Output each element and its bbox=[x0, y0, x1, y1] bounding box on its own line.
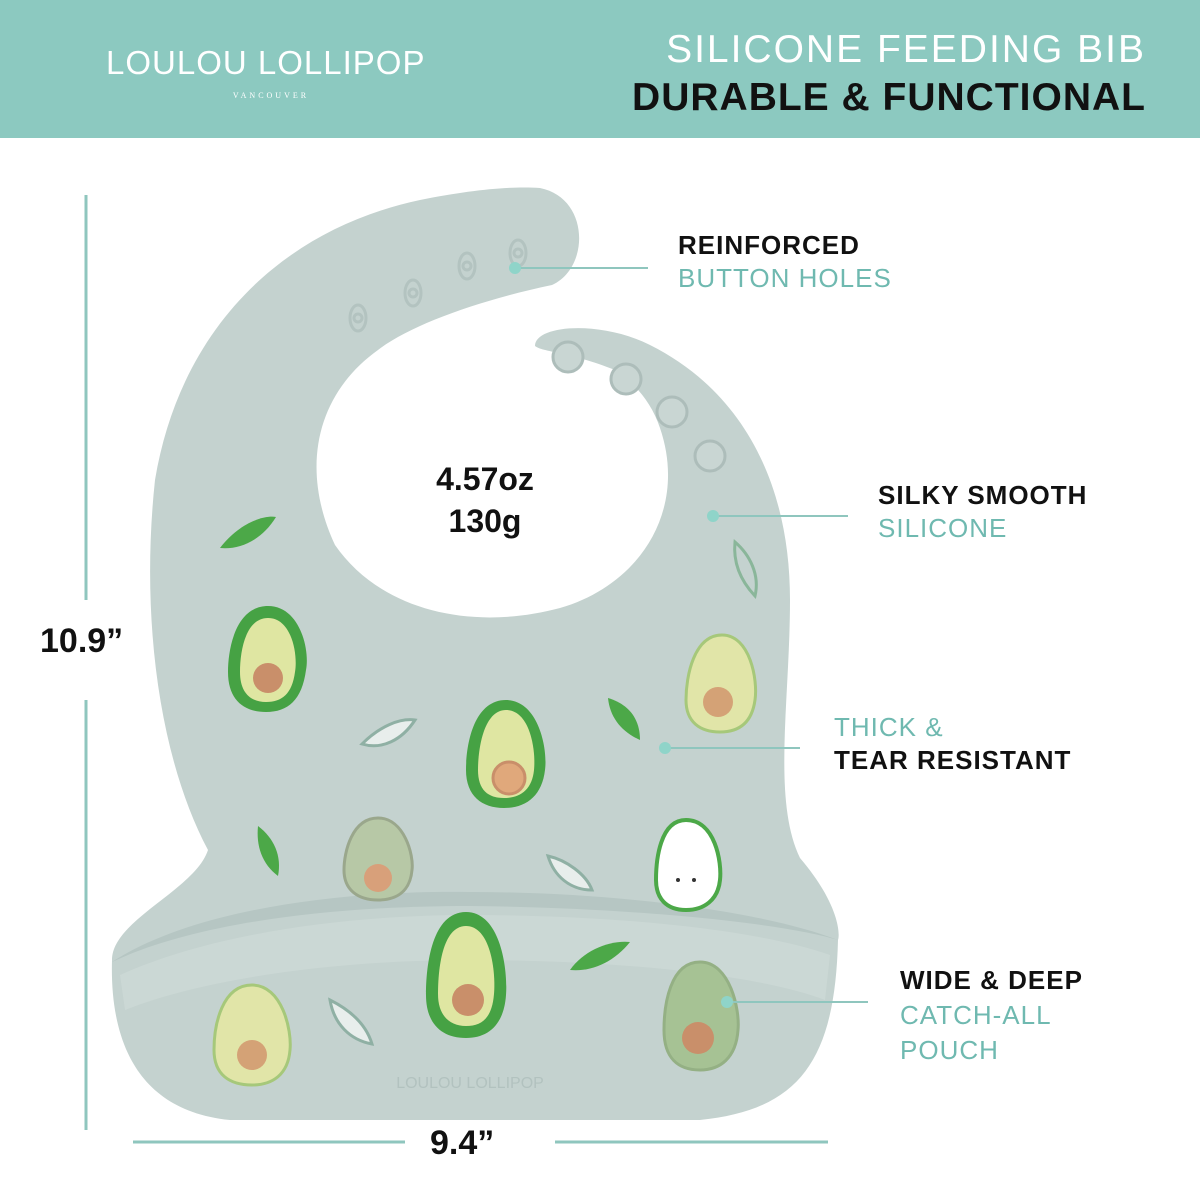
button-hole bbox=[403, 278, 423, 308]
headline-tagline: DURABLE & FUNCTIONAL bbox=[632, 76, 1146, 119]
leaf bbox=[733, 538, 758, 600]
callout-dot-pouch bbox=[721, 996, 733, 1008]
brand-logo-name: LOULOU LOLLIPOP bbox=[106, 44, 426, 81]
callout-dot-silicone bbox=[707, 510, 719, 522]
button-hole bbox=[457, 251, 477, 281]
feature-silicone-title: SILKY SMOOTH bbox=[878, 480, 1088, 510]
feature-pouch-subtitle: CATCH-ALL bbox=[900, 1000, 1052, 1030]
snap-button bbox=[693, 439, 727, 473]
bib-pouch-shadow bbox=[120, 915, 830, 1010]
bib-brand-imprint: LOULOU LOLLIPOP bbox=[396, 1075, 544, 1092]
header-banner: LOULOU LOLLIPOP VANCOUVER SILICONE FEEDI… bbox=[0, 0, 1200, 138]
avocado bbox=[228, 606, 307, 712]
button-hole bbox=[348, 303, 368, 333]
leaf bbox=[328, 997, 375, 1046]
feature-tear-resistant-title: THICK & bbox=[834, 712, 944, 742]
leaf bbox=[570, 941, 630, 971]
weight-grams: 130g bbox=[448, 503, 522, 539]
feature-pouch-subtitle-2: POUCH bbox=[900, 1035, 999, 1065]
height-dimension-label: 10.9” bbox=[40, 622, 124, 660]
leaf bbox=[220, 516, 276, 549]
avocado bbox=[662, 960, 740, 1072]
bib-illustration: LOULOU LOLLIPOP bbox=[84, 187, 868, 1144]
avocados bbox=[212, 606, 758, 1087]
leaf bbox=[257, 826, 280, 876]
snap-button bbox=[655, 395, 689, 429]
avocado bbox=[684, 633, 758, 734]
feature-button-holes-title: REINFORCED bbox=[678, 230, 860, 260]
leaf bbox=[608, 698, 640, 740]
weight-ounces: 4.57oz bbox=[436, 461, 534, 497]
width-dimension-label: 9.4” bbox=[430, 1124, 495, 1162]
snap-button bbox=[609, 362, 643, 396]
avocado bbox=[342, 816, 414, 902]
avocado bbox=[466, 700, 546, 808]
leaf bbox=[545, 853, 595, 892]
bib-weight: 4.57oz 130g bbox=[390, 458, 580, 542]
feature-button-holes-subtitle: BUTTON HOLES bbox=[678, 263, 892, 293]
callouts bbox=[509, 262, 868, 1008]
bib-pouch-lip bbox=[112, 891, 838, 962]
feature-silicone-subtitle: SILICONE bbox=[878, 513, 1008, 543]
callout-dot-button-holes bbox=[509, 262, 521, 274]
snap-button bbox=[551, 340, 585, 374]
leaf bbox=[359, 718, 418, 748]
button-holes bbox=[348, 238, 528, 333]
brand-logo-location: VANCOUVER bbox=[232, 91, 310, 100]
callout-dot-tear-resistant bbox=[659, 742, 671, 754]
feature-pouch-title: WIDE & DEEP bbox=[900, 965, 1083, 995]
avocado bbox=[653, 817, 723, 913]
avocado bbox=[426, 912, 507, 1038]
feature-tear-resistant-subtitle: TEAR RESISTANT bbox=[834, 745, 1072, 775]
leaves bbox=[220, 516, 758, 1046]
avocado bbox=[212, 983, 292, 1087]
headline-product: SILICONE FEEDING BIB bbox=[666, 28, 1146, 71]
snap-buttons bbox=[551, 340, 727, 473]
